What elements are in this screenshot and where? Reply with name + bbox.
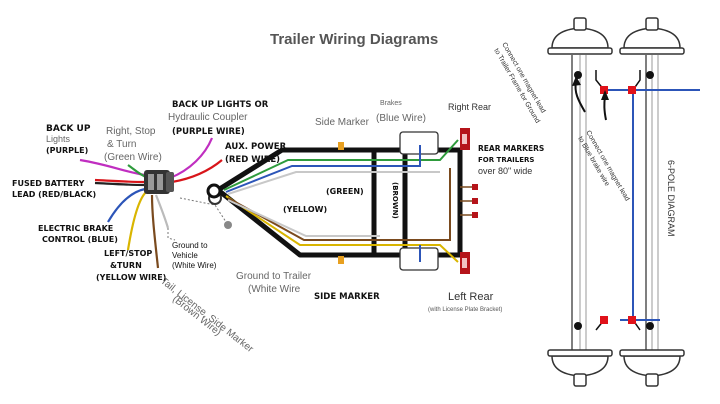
rear-marker-3 (472, 212, 478, 218)
label-left-rear: Left Rear (448, 291, 494, 303)
label-ground-vehicle-2: Vehicle (172, 251, 198, 260)
label-aux-power-2: (RED WIRE) (225, 155, 280, 165)
label-right-rear: Right Rear (448, 102, 491, 112)
harness-wires (79, 137, 223, 269)
rear-labels: Right Rear REAR MARKERS FOR TRAILERS ove… (428, 102, 544, 313)
side-marker-front-top (338, 142, 344, 150)
label-electric-brake-1: ELECTRIC BRAKE (38, 224, 113, 233)
rear-marker-1 (472, 184, 478, 190)
label-six-pole: 6-POLE DIAGRAM (666, 160, 676, 237)
label-backup-or-2: Hydraulic Coupler (168, 112, 248, 123)
diagram-title: Trailer Wiring Diagrams (270, 31, 438, 48)
trailer-wire-brown (227, 168, 451, 241)
side-marker-front-bottom (338, 256, 344, 264)
label-side-marker-blue: (Blue Wire) (376, 113, 426, 124)
connector-4 (628, 316, 636, 324)
label-left-rear-sub: (with License Plate Bracket) (428, 307, 502, 313)
hub-bottom-left (551, 355, 609, 377)
connector-1 (600, 86, 608, 94)
connector-2 (628, 86, 636, 94)
label-green: (GREEN) (326, 187, 364, 196)
label-back-up-purple: (PURPLE) (46, 146, 88, 155)
label-fused-battery-2: LEAD (RED/BLACK) (12, 190, 96, 199)
trailer-wire-white-2 (227, 199, 380, 237)
label-ground-trailer-1: Ground to Trailer (236, 271, 312, 282)
label-rear-markers-2: FOR TRAILERS (478, 156, 534, 164)
wire-black-battery (94, 181, 146, 187)
label-right-stop-3: (Green Wire) (104, 152, 162, 163)
wire-purple-coupler (169, 137, 214, 180)
ground-pointers (167, 197, 229, 241)
wire-white-ground (154, 194, 170, 229)
axle-diagram (547, 17, 700, 387)
label-right-stop-2: & Turn (107, 139, 136, 150)
tongue-frame (215, 147, 463, 258)
trailer-wire-white (227, 171, 440, 195)
label-side-marker-top: Side Marker (315, 117, 370, 128)
label-tail-license-1: Tail, License, Side Marker (158, 276, 256, 356)
connector-3 (600, 316, 608, 324)
label-back-up-lights: Lights (46, 134, 71, 144)
label-fused-battery-1: FUSED BATTERY (12, 179, 85, 188)
label-side-marker-bottom: SIDE MARKER (314, 292, 380, 302)
label-backup-or-3: (PURPLE WIRE) (172, 127, 245, 137)
wire-yellow-left (126, 191, 147, 251)
brake-assemblies (399, 131, 439, 271)
label-rear-markers-3: over 80" wide (478, 166, 532, 176)
label-left-stop-2: &TURN (110, 261, 142, 270)
label-aux-power-1: AUX. POWER (225, 142, 287, 152)
hub-bottom-right (623, 355, 681, 377)
trailer-wire-blue (225, 145, 421, 193)
label-yellow: (YELLOW) (283, 205, 327, 214)
wire-brown-tail (150, 194, 160, 269)
label-right-stop-1: Right, Stop (106, 126, 156, 137)
trailer-wire-yellow (225, 195, 459, 263)
trailer-wires (223, 139, 459, 263)
label-brakes: Brakes (380, 100, 402, 107)
seven-pole-plug (144, 170, 174, 194)
rear-lights (460, 128, 478, 274)
label-backup-or-1: BACK UP LIGHTS OR (172, 100, 269, 110)
label-magnet-blue-1: Connect one magnet lead (584, 130, 630, 203)
trailer-frame (215, 147, 463, 258)
label-rear-markers-1: REAR MARKERS (478, 144, 544, 153)
top-labels: BACK UP LIGHTS OR Hydraulic Coupler (PUR… (168, 100, 426, 302)
label-ground-trailer-2: (White Wire (248, 284, 301, 295)
wire-blue-brake (107, 187, 146, 223)
wire-red-battery (94, 178, 146, 184)
label-electric-brake-2: CONTROL (BLUE) (42, 235, 118, 244)
trailer-wire-green (223, 139, 459, 191)
label-ground-vehicle-3: (White Wire) (172, 261, 217, 270)
label-back-up: BACK UP (46, 124, 91, 134)
label-brown: (BROWN) (391, 182, 399, 219)
hub-top-right (623, 27, 681, 49)
coupler (206, 183, 222, 199)
label-left-stop-1: LEFT/STOP (104, 249, 152, 258)
label-left-stop-3: (YELLOW WIRE) (96, 273, 166, 282)
hub-top-left (551, 27, 609, 49)
wire-red-aux (171, 159, 223, 184)
rear-marker-2 (472, 198, 478, 204)
label-ground-vehicle-1: Ground to (172, 241, 208, 250)
axle-labels: Connect one magnet lead to Trailer Frame… (492, 42, 676, 237)
